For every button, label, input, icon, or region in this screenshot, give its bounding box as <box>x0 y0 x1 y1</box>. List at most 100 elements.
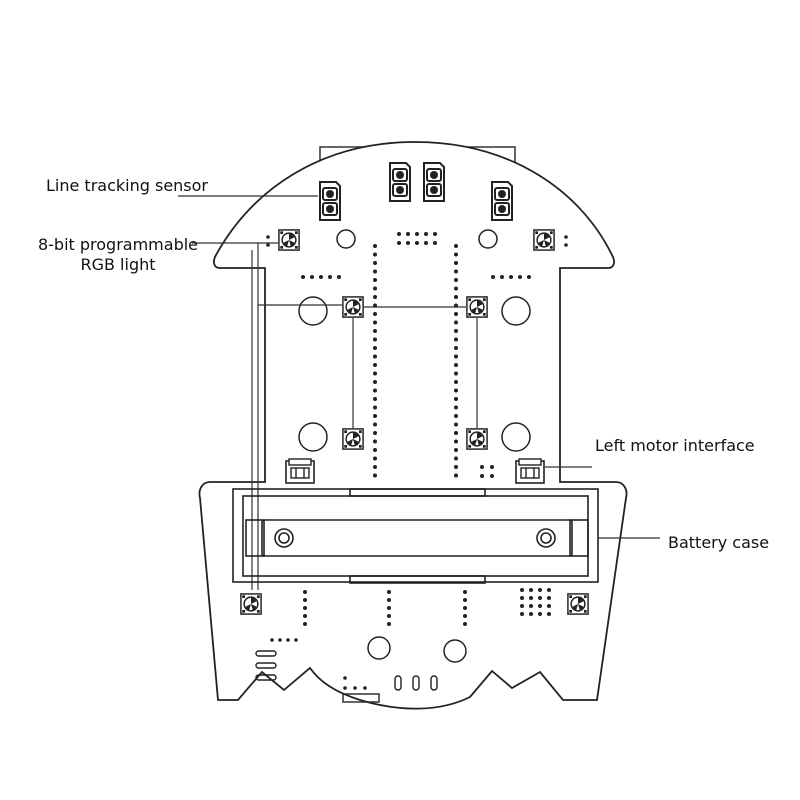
via-dot <box>373 286 377 291</box>
mount-hole <box>501 296 531 326</box>
rgb-led <box>466 296 488 318</box>
via-dot <box>500 275 504 279</box>
via-dot <box>454 286 458 291</box>
via-dot <box>490 474 494 478</box>
right-motor-connector <box>285 458 315 484</box>
line-sensor-center-right <box>422 161 446 203</box>
via-dot <box>564 235 568 239</box>
via-dot <box>433 232 437 236</box>
via-dot <box>303 606 307 610</box>
via-dot <box>454 371 458 376</box>
via-dot <box>373 380 377 384</box>
via-dot <box>266 235 270 239</box>
via-dot <box>319 275 323 279</box>
via-dot <box>547 596 551 600</box>
via-dot <box>454 380 458 384</box>
via-dot <box>373 363 377 367</box>
rgb-led <box>278 229 300 251</box>
via-dot <box>373 354 377 359</box>
via-dot <box>538 604 542 608</box>
via-dot <box>373 405 377 410</box>
via-dot <box>373 431 377 435</box>
via-dot <box>343 686 347 690</box>
label-rgb-light: 8-bit programmable RGB light <box>26 235 210 275</box>
mount-hole <box>501 422 531 452</box>
via-dots <box>266 232 568 690</box>
via-dot <box>538 596 542 600</box>
via-dot <box>373 252 377 257</box>
via-dot <box>454 320 458 325</box>
via-dot <box>397 241 401 245</box>
via-dot <box>529 596 533 600</box>
via-dot <box>480 465 484 469</box>
rgb-led <box>533 229 555 251</box>
via-dot <box>454 414 458 418</box>
via-dot <box>454 312 458 316</box>
via-dot <box>463 598 467 602</box>
via-dot <box>454 439 458 444</box>
via-dot <box>406 232 410 236</box>
via-dot <box>454 405 458 410</box>
mount-hole <box>298 422 328 452</box>
via-dot <box>387 614 391 618</box>
via-dot <box>353 686 357 690</box>
via-dot <box>454 278 458 282</box>
via-dot <box>373 303 377 308</box>
via-dot <box>303 622 307 626</box>
label-left-motor-interface: Left motor interface <box>595 436 755 455</box>
via-dot <box>520 596 524 600</box>
via-dot <box>387 598 391 602</box>
hole <box>336 229 356 249</box>
via-dot <box>463 614 467 618</box>
via-dot <box>373 261 377 265</box>
via-dot <box>518 275 522 279</box>
via-dot <box>373 371 377 376</box>
rgb-led <box>342 428 364 450</box>
pcb-outline <box>198 141 628 710</box>
via-dot <box>564 243 568 247</box>
via-dot <box>433 241 437 245</box>
via-dot <box>490 465 494 469</box>
rgb-led <box>567 593 589 615</box>
via-dot <box>538 588 542 592</box>
via-dot <box>373 244 377 248</box>
via-dot <box>373 439 377 444</box>
via-dot <box>310 275 314 279</box>
via-dot <box>454 448 458 452</box>
via-dot <box>454 422 458 427</box>
rgb-led <box>466 428 488 450</box>
via-dot <box>529 588 533 592</box>
via-dot <box>454 388 458 393</box>
mount-hole <box>367 636 391 660</box>
line-sensor-center-left <box>388 161 412 203</box>
via-dot <box>415 232 419 236</box>
via-dot <box>529 612 533 616</box>
via-dot <box>463 622 467 626</box>
via-dot <box>373 397 377 401</box>
via-dot <box>454 465 458 469</box>
via-dot <box>454 252 458 257</box>
via-dot <box>373 414 377 418</box>
status-led-marks <box>255 650 277 681</box>
via-dot <box>286 638 290 642</box>
via-dot <box>480 474 484 478</box>
via-dot <box>387 606 391 610</box>
via-dot <box>454 295 458 299</box>
via-dot <box>278 638 282 642</box>
via-dot <box>270 638 274 642</box>
via-dot <box>454 244 458 248</box>
via-dot <box>454 363 458 367</box>
power-switch <box>342 675 438 703</box>
via-dot <box>387 622 391 626</box>
via-dot <box>373 320 377 325</box>
label-battery-case: Battery case <box>668 533 770 552</box>
via-dot <box>397 232 401 236</box>
via-dot <box>303 590 307 594</box>
via-dot <box>520 612 524 616</box>
via-dot <box>454 431 458 435</box>
via-dot <box>373 312 377 316</box>
via-dot <box>373 473 377 478</box>
rgb-led <box>240 593 262 615</box>
via-dot <box>415 241 419 245</box>
